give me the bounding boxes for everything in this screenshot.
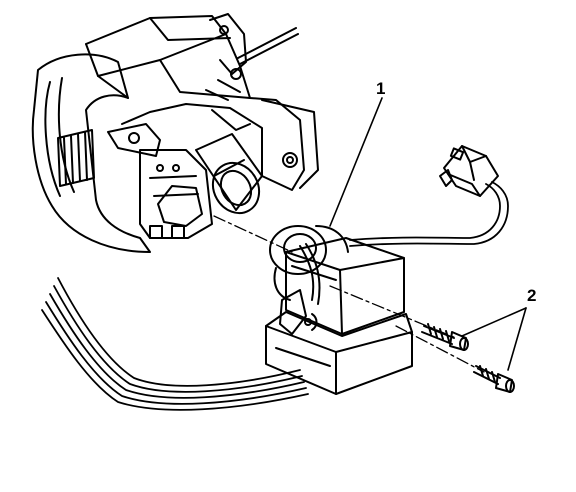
leader-line-1 — [329, 97, 383, 227]
leader-lines — [329, 97, 527, 371]
callout-label-2: 2 — [527, 286, 537, 305]
switch-pigtail — [349, 181, 509, 247]
steering-column-housing — [31, 13, 319, 253]
ignition-switch-assembly — [265, 225, 413, 395]
electrical-connector — [439, 145, 499, 197]
wiring-harness — [41, 277, 309, 411]
mounting-bolt-lower — [473, 365, 515, 393]
alignment-axis — [213, 215, 485, 373]
leader-line-2b — [507, 307, 527, 371]
leader-line-2a — [461, 307, 527, 337]
steering-shaft — [57, 129, 95, 187]
switch-socket — [195, 133, 263, 215]
callout-label-1: 1 — [376, 79, 386, 98]
mounting-bolt-upper — [421, 323, 469, 351]
